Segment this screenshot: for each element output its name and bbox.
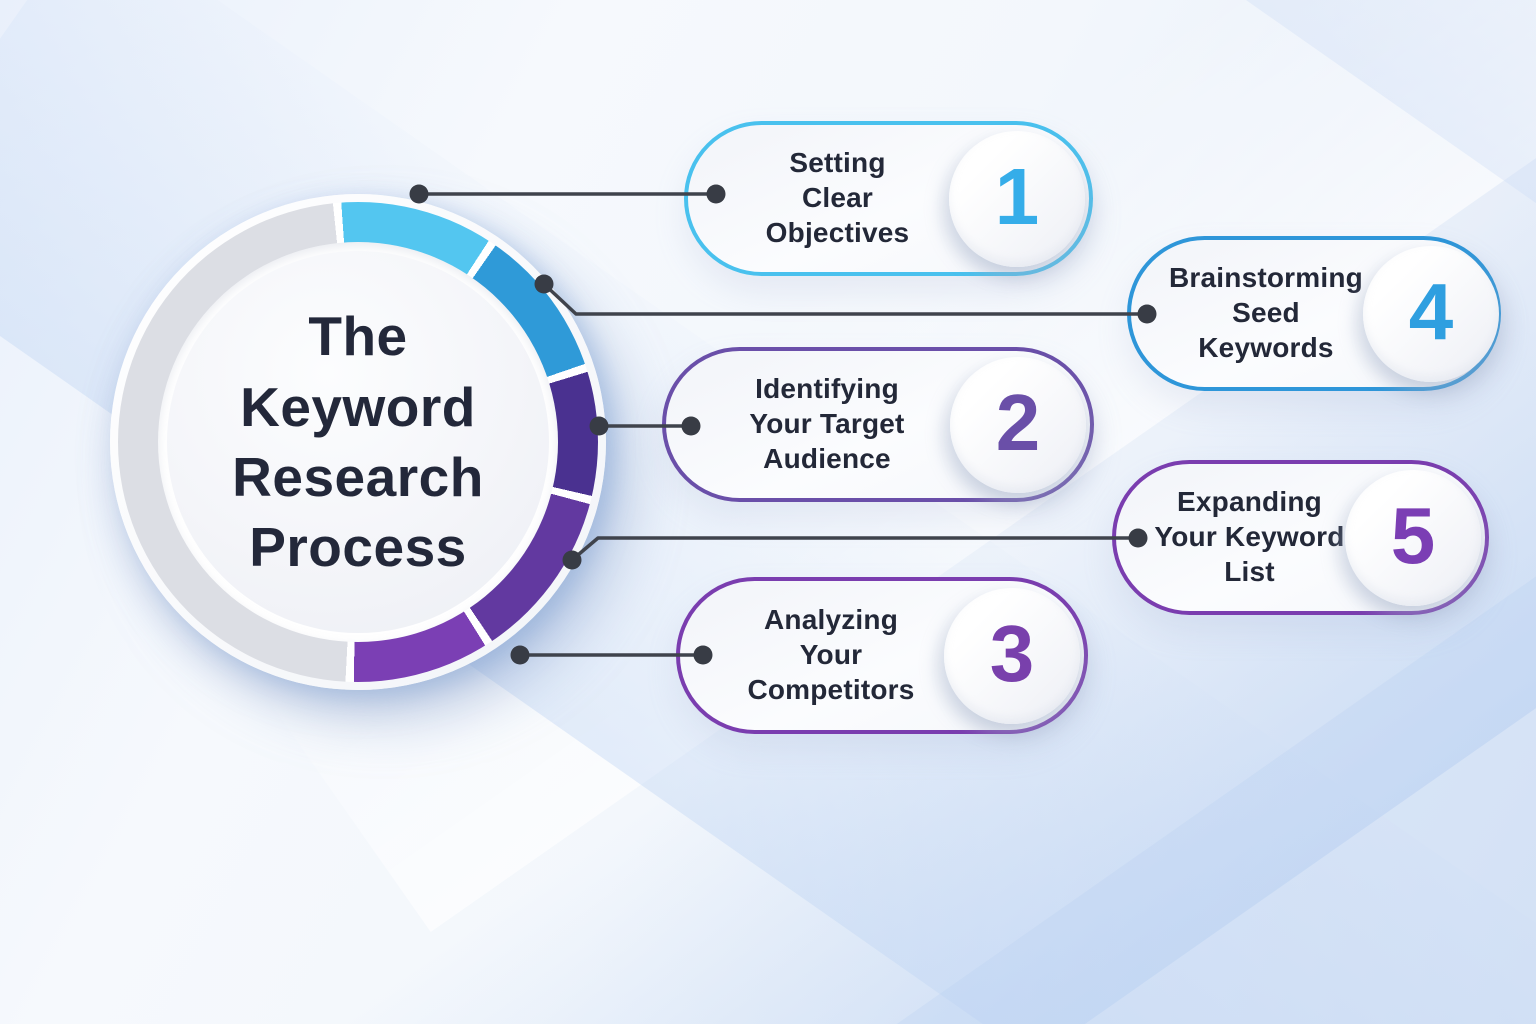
step-5-number-badge: 5: [1345, 469, 1481, 606]
step-2-number-badge: 2: [950, 356, 1086, 493]
step-pill-3: Analyzing Your Competitors 3: [676, 577, 1088, 734]
step-pill-4: Brainstorming Seed Keywords 4: [1127, 236, 1501, 391]
step-pill-5: Expanding Your Keyword List 5: [1112, 460, 1489, 615]
step-1-label: Setting Clear Objectives: [765, 147, 910, 248]
diagram-title: The Keyword Research Process: [232, 305, 484, 579]
step-4-number: 4: [1408, 266, 1454, 356]
step-3-number-badge: 3: [944, 587, 1080, 724]
step-4-label: Brainstorming Seed Keywords: [1169, 262, 1363, 363]
step-1-number-badge: 1: [949, 130, 1085, 267]
step-5-number: 5: [1390, 490, 1436, 580]
step-3-label: Analyzing Your Competitors: [747, 604, 915, 705]
step-2-number: 2: [995, 377, 1041, 467]
step-2-label: Identifying Your Target Audience: [749, 373, 905, 474]
step-1-number: 1: [994, 151, 1040, 241]
step-pill-2: Identifying Your Target Audience 2: [662, 347, 1094, 502]
hub-core: The Keyword Research Process: [167, 251, 549, 633]
step-4-number-badge: 4: [1362, 245, 1499, 382]
process-hub: The Keyword Research Process: [110, 194, 606, 690]
step-3-number: 3: [989, 608, 1035, 698]
step-5-label: Expanding Your Keyword List: [1154, 486, 1345, 587]
step-pill-1: Setting Clear Objectives 1: [684, 121, 1093, 276]
